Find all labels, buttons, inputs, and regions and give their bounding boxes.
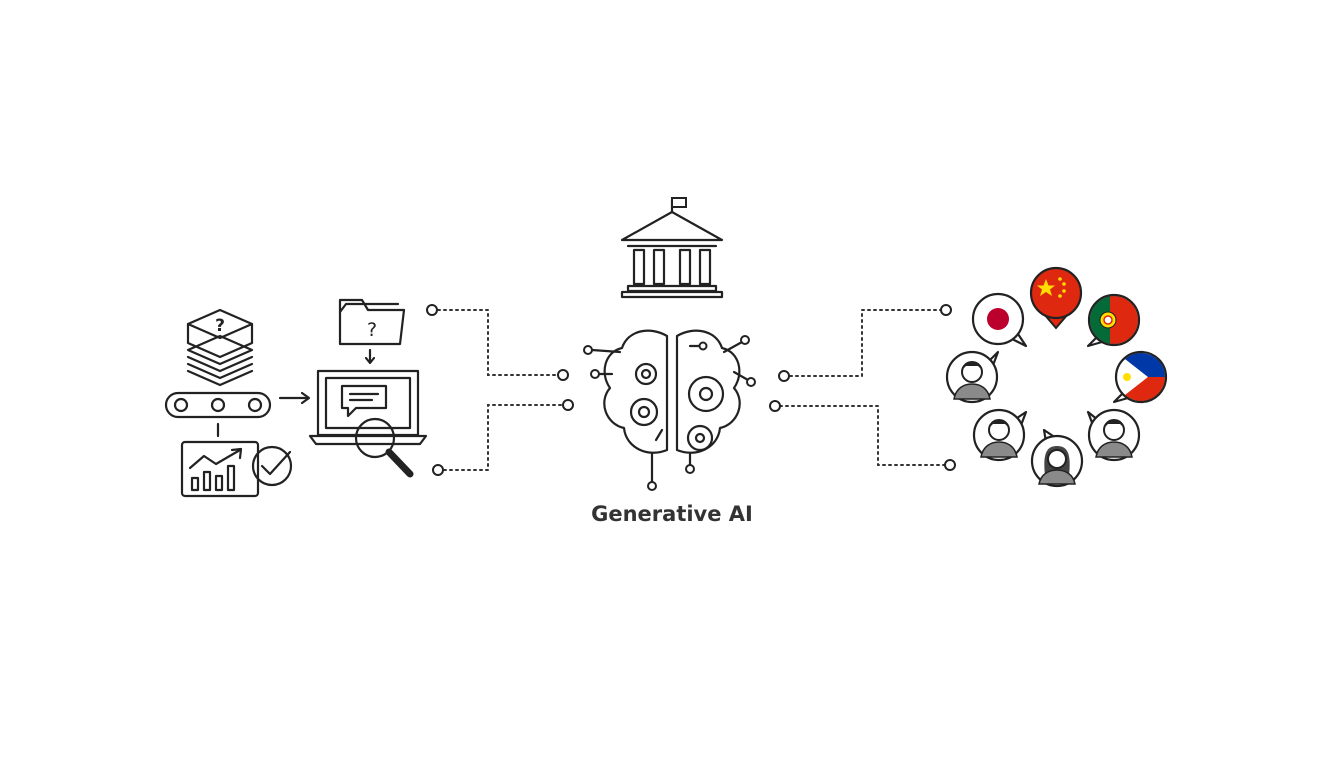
person-bubble-man-3 [1086, 408, 1141, 462]
right-connector-lines [769, 304, 956, 471]
folder-question-icon: ? [338, 298, 406, 365]
generative-ai-label: Generative AI [591, 502, 753, 526]
person-bubble-woman [1030, 428, 1084, 488]
conveyor-belt-icon [164, 391, 272, 438]
laptop-search-icon [308, 369, 428, 478]
growth-chart-check-icon [180, 440, 293, 498]
brain-circuit-icon [583, 329, 756, 491]
data-stack-icon: ? [186, 308, 254, 387]
person-bubble-man-2 [972, 408, 1028, 462]
philippines-flag-bubble [1112, 350, 1168, 404]
institution-building-icon [620, 197, 724, 299]
portugal-flag-bubble [1086, 293, 1141, 348]
china-flag-bubble [1029, 266, 1083, 330]
person-bubble-man-1 [945, 350, 1000, 404]
japan-flag-bubble [971, 292, 1028, 348]
folder-question-mark: ? [367, 319, 377, 341]
left-connector-lines [426, 304, 574, 476]
stack-question-mark: ? [215, 316, 225, 336]
arrow-right-icon [278, 391, 311, 405]
